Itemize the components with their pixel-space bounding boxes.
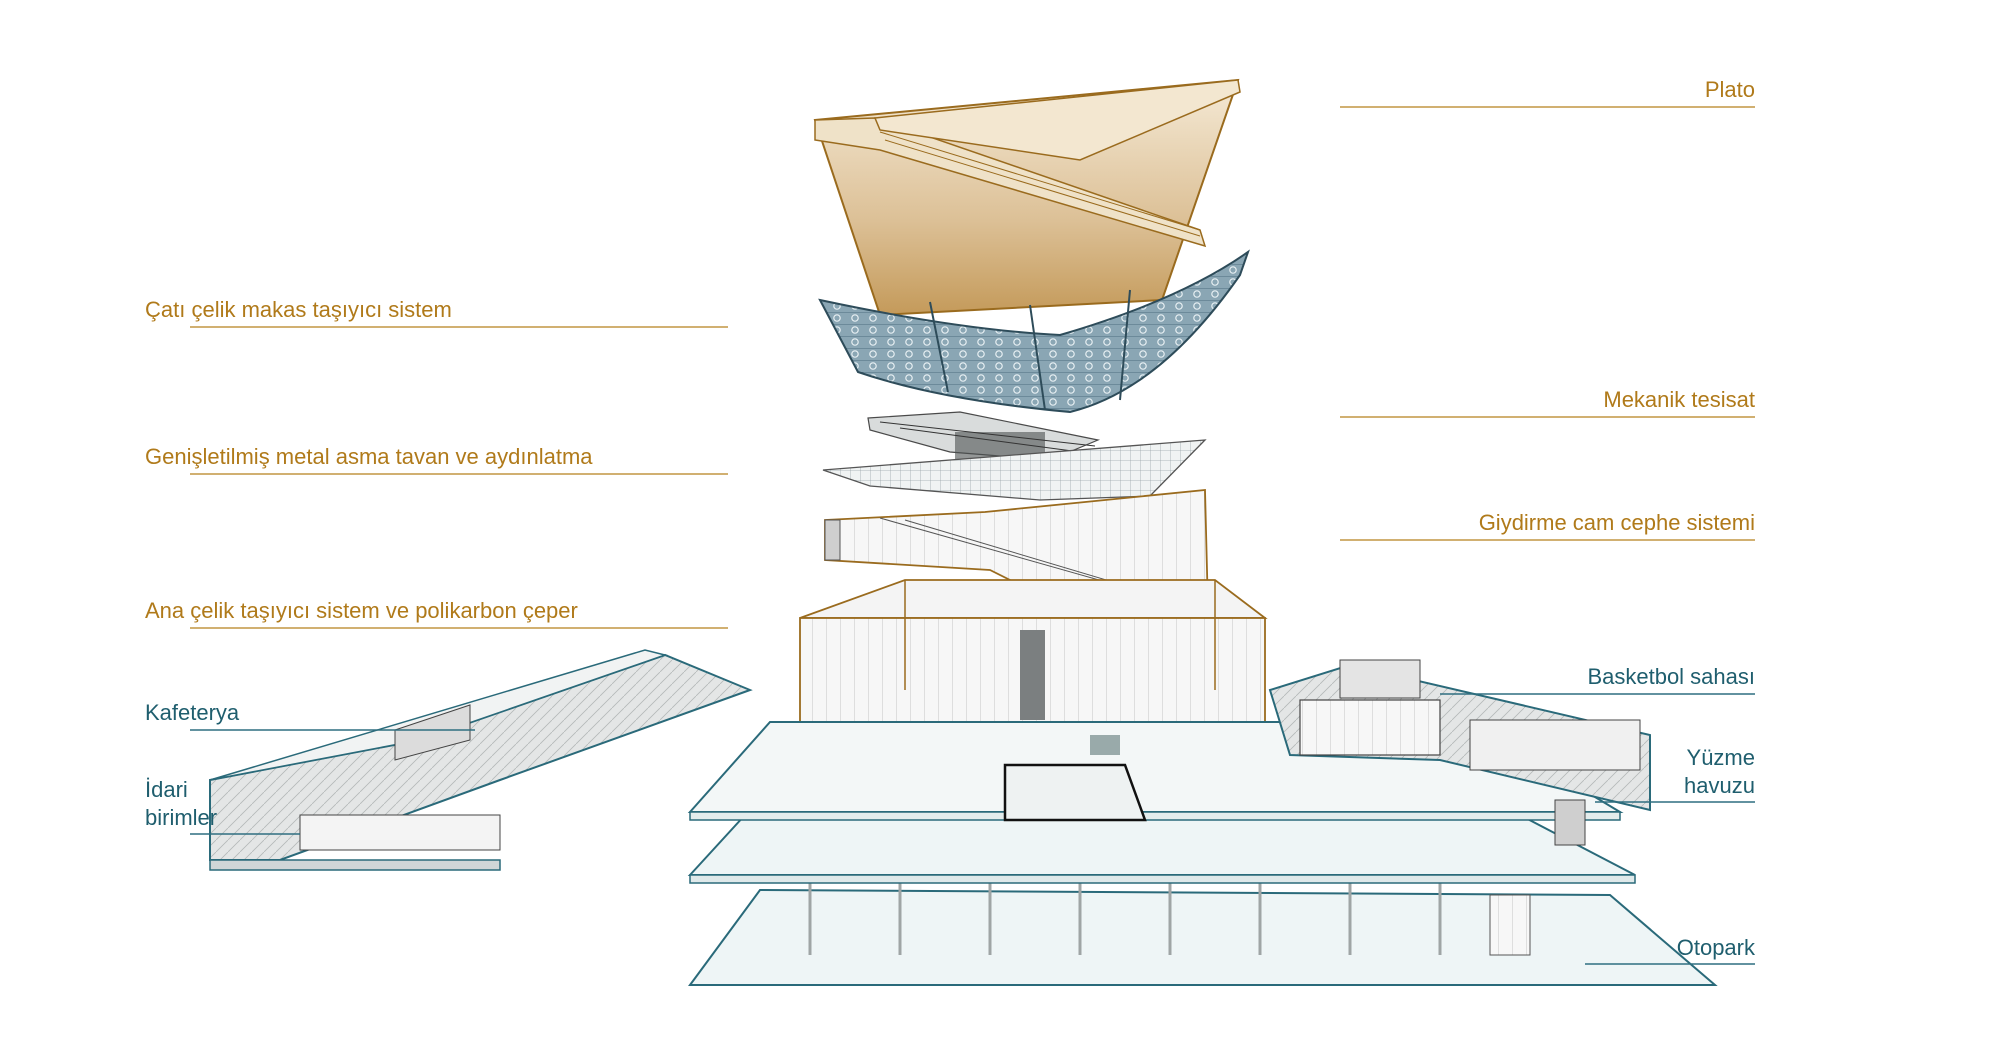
label-admin-line1: İdari	[145, 777, 188, 802]
main-steel-structure	[799, 579, 1268, 800]
roof-truss	[818, 249, 1250, 414]
right-wing-building	[1268, 659, 1651, 846]
label-pool-line2: havuzu	[1684, 773, 1755, 798]
label-roof-truss: Çatı çelik makas taşıyıcı sistem	[145, 297, 452, 322]
suspended-ceiling	[822, 439, 1207, 501]
lower-slab-otopark	[688, 880, 1718, 986]
roof-plato	[813, 78, 1241, 317]
label-curtain-wall: Giydirme cam cephe sistemi	[1478, 510, 1755, 535]
left-wing-building	[209, 649, 753, 871]
label-suspended-ceiling: Genişletilmiş metal asma tavan ve aydınl…	[145, 444, 593, 469]
label-plato: Plato	[1704, 77, 1755, 102]
label-cafeteria: Kafeterya	[145, 700, 240, 725]
label-admin-line2: birimler	[145, 805, 218, 830]
middle-slab	[687, 814, 1636, 884]
label-pool-line1: Yüzme	[1686, 745, 1755, 770]
label-parking: Otopark	[1676, 935, 1755, 960]
leader-lines	[190, 106, 1755, 965]
label-basketball: Basketbol sahası	[1587, 664, 1755, 689]
label-mechanical: Mekanik tesisat	[1603, 387, 1755, 412]
label-main-steel: Ana çelik taşıyıcı sistem ve polikarbon …	[145, 598, 578, 623]
